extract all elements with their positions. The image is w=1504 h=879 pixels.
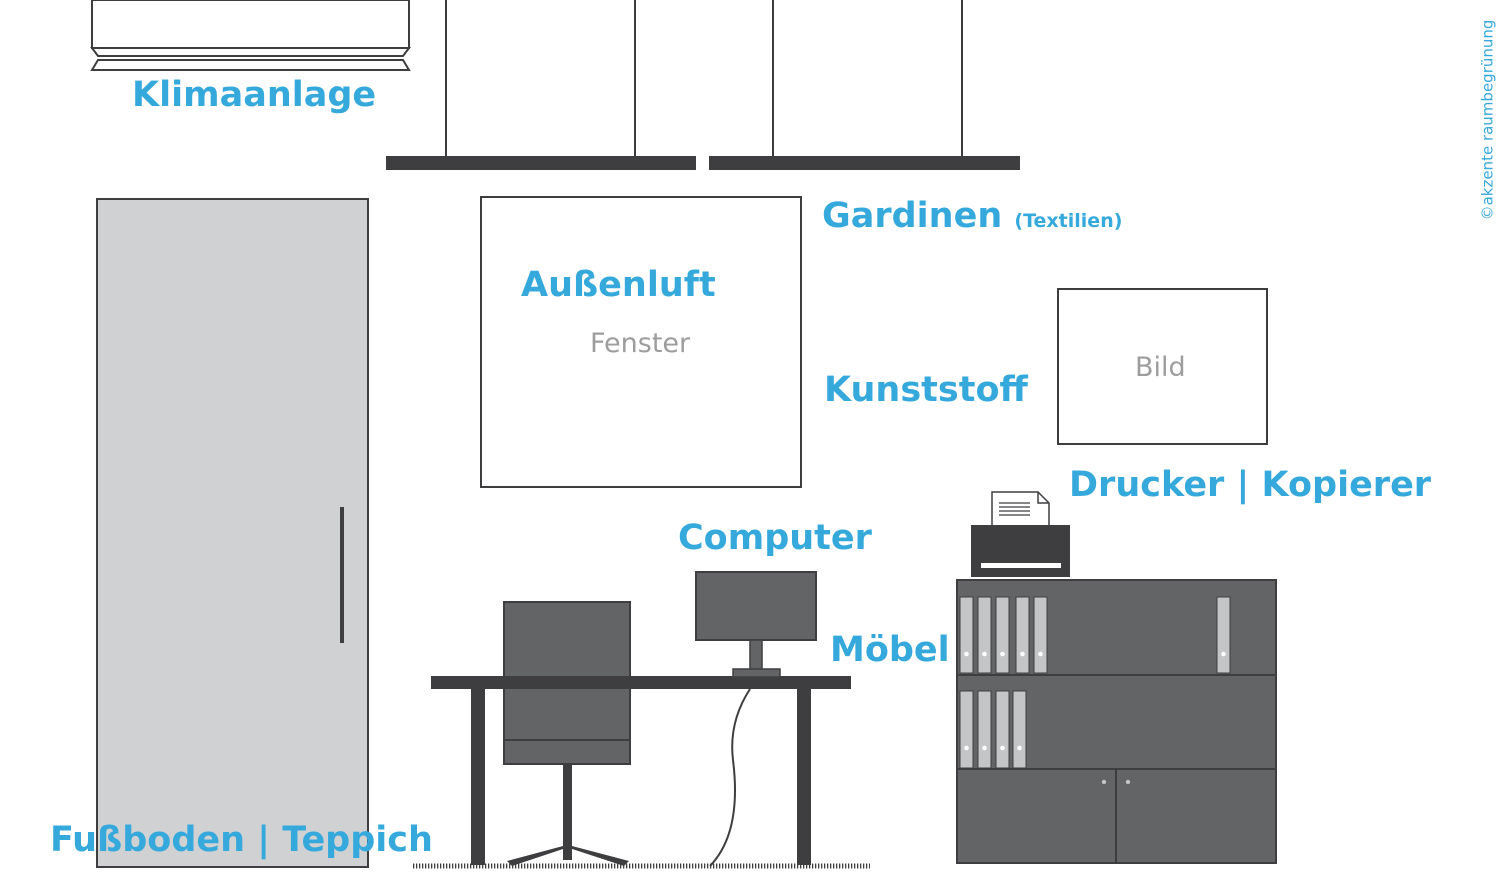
label-plastic: Kunststoff: [824, 370, 1028, 410]
monitor-icon: [695, 571, 817, 867]
label-curtains: Gardinen (Textilien): [822, 199, 1122, 234]
label-floor-carpet: Fußboden | Teppich: [50, 820, 433, 860]
desk-icon: [431, 676, 851, 865]
label-computer: Computer: [678, 518, 872, 558]
label-window: Fenster: [590, 328, 691, 359]
office-chair-icon: [503, 601, 631, 866]
label-picture: Bild: [1135, 352, 1186, 383]
label-furniture: Möbel: [830, 630, 950, 670]
shelf-cabinet-icon: [956, 579, 1277, 864]
label-air-conditioner: Klimaanlage: [132, 75, 377, 115]
picture-frame-icon: [1057, 288, 1268, 445]
label-outside-air: Außenluft: [521, 265, 716, 305]
label-curtains-note: (Textilien): [1014, 210, 1123, 232]
binders-middle-shelf: [959, 690, 1027, 769]
credit-text: ©akzente raumbegrünung: [1478, 19, 1497, 221]
label-printer-copier: Drucker | Kopierer: [1069, 465, 1432, 505]
curtains-icon: [386, 0, 1020, 170]
binders-top-shelf: [959, 596, 1231, 674]
window-icon: [480, 196, 802, 488]
door-icon: [96, 198, 369, 868]
printer-icon: [971, 491, 1070, 577]
label-curtains-text: Gardinen: [822, 196, 1003, 236]
air-conditioner-icon: [90, 0, 411, 71]
